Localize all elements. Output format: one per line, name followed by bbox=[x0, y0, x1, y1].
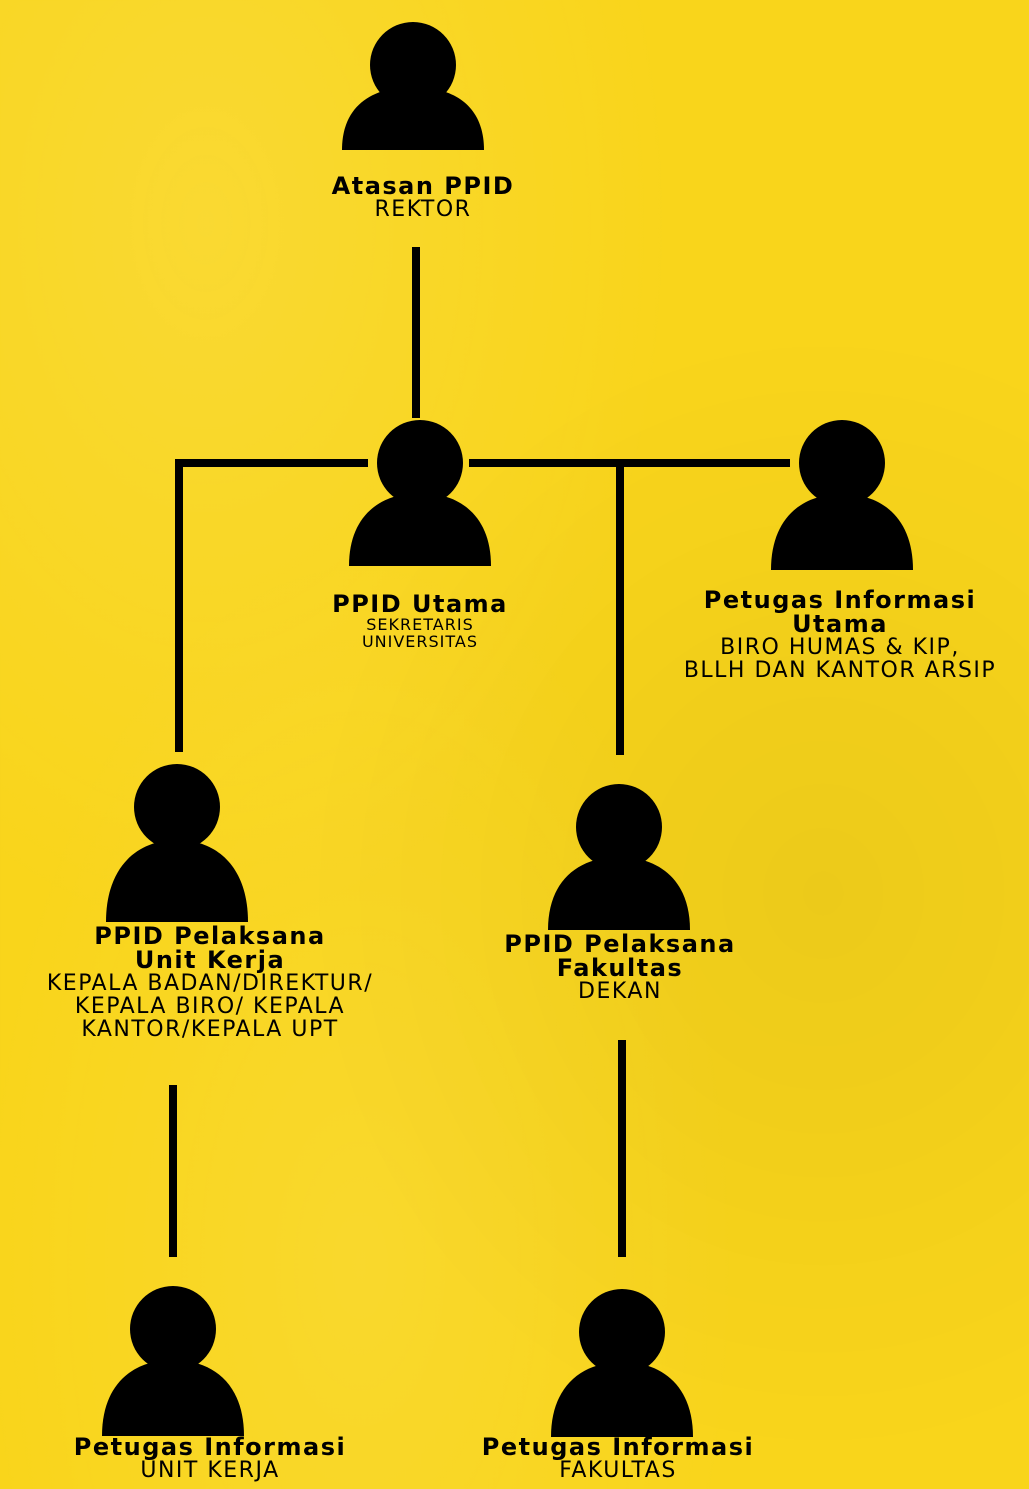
connector-lines bbox=[169, 247, 790, 1257]
node-petugas-informasi-utama: Petugas Informasi Utama BIRO HUMAS & KIP… bbox=[630, 588, 1029, 682]
node-ppid-pelaksana-fakultas: PPID Pelaksana Fakultas DEKAN bbox=[410, 932, 830, 1003]
node-ppid-utama: PPID Utama SEKRETARIS UNIVERSITAS bbox=[210, 592, 630, 650]
node-role: DEKAN bbox=[578, 979, 662, 1004]
node-title: Petugas Informasi bbox=[703, 586, 977, 614]
node-role: REKTOR bbox=[374, 197, 472, 222]
person-icon bbox=[106, 764, 248, 922]
node-role: BIRO HUMAS & KIP, bbox=[720, 635, 960, 660]
person-icon bbox=[102, 1286, 244, 1436]
node-role: UNIVERSITAS bbox=[361, 632, 479, 651]
node-title: Fakultas bbox=[556, 954, 684, 982]
node-atasan-ppid: Atasan PPID REKTOR bbox=[213, 174, 633, 221]
node-role: BLLH DAN KANTOR ARSIP bbox=[683, 658, 997, 683]
node-role: KEPALA BIRO/ KEPALA bbox=[74, 994, 346, 1019]
node-petugas-informasi-unit-kerja: Petugas Informasi UNIT KERJA bbox=[0, 1435, 420, 1482]
node-title: Petugas Informasi bbox=[73, 1433, 347, 1461]
node-title: Unit Kerja bbox=[134, 946, 286, 974]
node-role: UNIT KERJA bbox=[140, 1458, 280, 1483]
person-icon bbox=[349, 420, 491, 566]
node-role: KANTOR/KEPALA UPT bbox=[81, 1017, 339, 1042]
node-ppid-pelaksana-unit-kerja: PPID Pelaksana Unit Kerja KEPALA BADAN/D… bbox=[0, 924, 420, 1041]
person-icon bbox=[548, 784, 690, 930]
node-title: PPID Pelaksana bbox=[504, 930, 736, 958]
node-title: Atasan PPID bbox=[331, 172, 515, 200]
node-role: SEKRETARIS bbox=[366, 615, 474, 634]
node-petugas-informasi-fakultas: Petugas Informasi FAKULTAS bbox=[408, 1435, 828, 1482]
person-icon bbox=[551, 1289, 693, 1437]
person-icon bbox=[771, 420, 913, 570]
person-icon bbox=[342, 22, 484, 150]
node-title: Utama bbox=[792, 610, 888, 638]
node-title: PPID Utama bbox=[332, 590, 508, 618]
node-title: Petugas Informasi bbox=[481, 1433, 755, 1461]
node-role: FAKULTAS bbox=[559, 1458, 677, 1483]
node-title: PPID Pelaksana bbox=[94, 922, 326, 950]
node-role: KEPALA BADAN/DIREKTUR/ bbox=[46, 971, 374, 996]
